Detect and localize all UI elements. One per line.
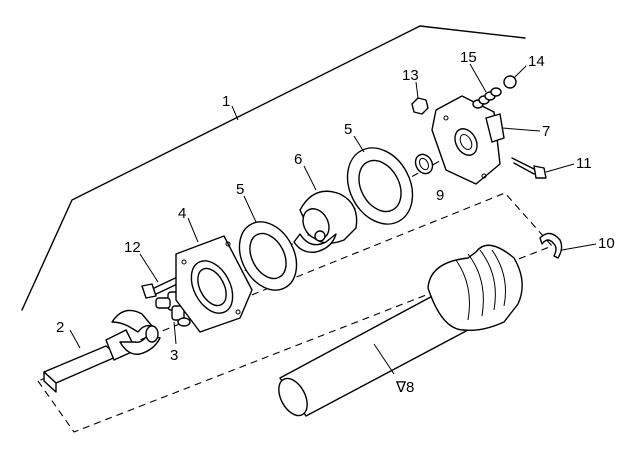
assembly-bracket <box>21 25 526 311</box>
callout-2: 2 <box>56 319 64 336</box>
leader-3 <box>173 321 177 345</box>
bushing-9 <box>414 153 434 175</box>
drive-shaft-8 <box>278 244 523 417</box>
callout-6: 6 <box>294 151 302 168</box>
callout-1: 1 <box>222 93 230 110</box>
shaft-enclosure-dashed <box>37 192 553 433</box>
leader-15 <box>469 63 487 93</box>
callout-10: 10 <box>598 235 615 252</box>
circlip-10 <box>539 232 563 259</box>
callout-4: 4 <box>178 205 186 222</box>
friction-washer-5a <box>238 221 298 291</box>
friction-washer-5b <box>346 147 414 225</box>
screw-11 <box>511 157 547 179</box>
callout-11: 11 <box>576 155 592 172</box>
leader-2 <box>69 329 81 349</box>
yoke-6 <box>293 190 358 253</box>
leader-10 <box>561 243 597 251</box>
nut-13 <box>411 97 429 115</box>
callout-12: 12 <box>124 239 141 256</box>
callout-7: 7 <box>542 123 550 140</box>
leader-13 <box>415 81 419 99</box>
leader-8 <box>373 343 395 375</box>
leader-7 <box>501 127 541 132</box>
callout-14: 14 <box>528 53 545 70</box>
callout-5b: 5 <box>344 121 352 138</box>
leader-6 <box>303 165 317 191</box>
leader-5a <box>243 195 257 223</box>
leader-1 <box>231 105 239 121</box>
leader-14 <box>513 65 527 79</box>
spring-15 <box>472 87 502 109</box>
leader-12 <box>139 253 159 283</box>
callout-15: 15 <box>460 49 477 66</box>
callout-5a: 5 <box>236 181 244 198</box>
ball-14 <box>503 75 517 89</box>
square-shaft <box>43 309 161 393</box>
flange-plate-4 <box>175 235 253 333</box>
leader-4 <box>187 217 199 243</box>
callout-3: 3 <box>170 347 178 364</box>
leader-5b <box>353 135 365 153</box>
leader-11 <box>545 163 575 173</box>
callout-8: ∇8 <box>395 379 414 396</box>
callout-9: 9 <box>436 187 444 204</box>
housing-plate-7 <box>431 95 505 185</box>
callout-13: 13 <box>402 67 419 84</box>
